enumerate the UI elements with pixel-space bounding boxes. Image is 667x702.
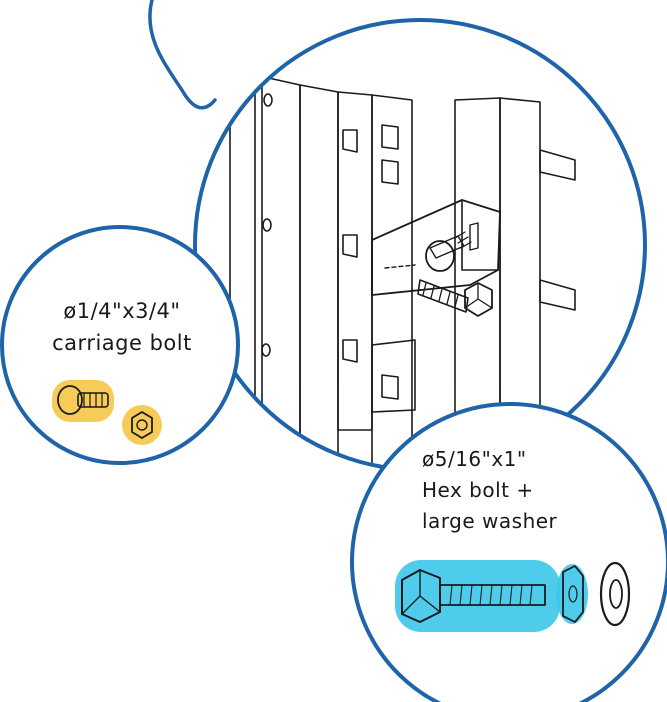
- carriage-bolt-icon: [52, 380, 114, 422]
- hex-bolt-size-label: ø5/16"x1": [422, 447, 527, 471]
- washer-label: large washer: [422, 509, 558, 533]
- hex-bolt-icon: [395, 560, 560, 632]
- carriage-bolt-callout: ø1/4"x3/4" carriage bolt: [2, 227, 238, 463]
- main-detail-circle: [195, 20, 645, 470]
- hex-nut-icon: [556, 564, 588, 624]
- hex-bolt-type-label: Hex bolt +: [422, 478, 534, 502]
- hex-bolt-callout: ø5/16"x1" Hex bolt + large washer: [352, 404, 667, 702]
- hex-nut-icon: [122, 405, 162, 445]
- carriage-bolt-size-label: ø1/4"x3/4": [63, 299, 180, 323]
- carriage-bolt-type-label: carriage bolt: [52, 331, 192, 355]
- leader-line: [150, 0, 215, 108]
